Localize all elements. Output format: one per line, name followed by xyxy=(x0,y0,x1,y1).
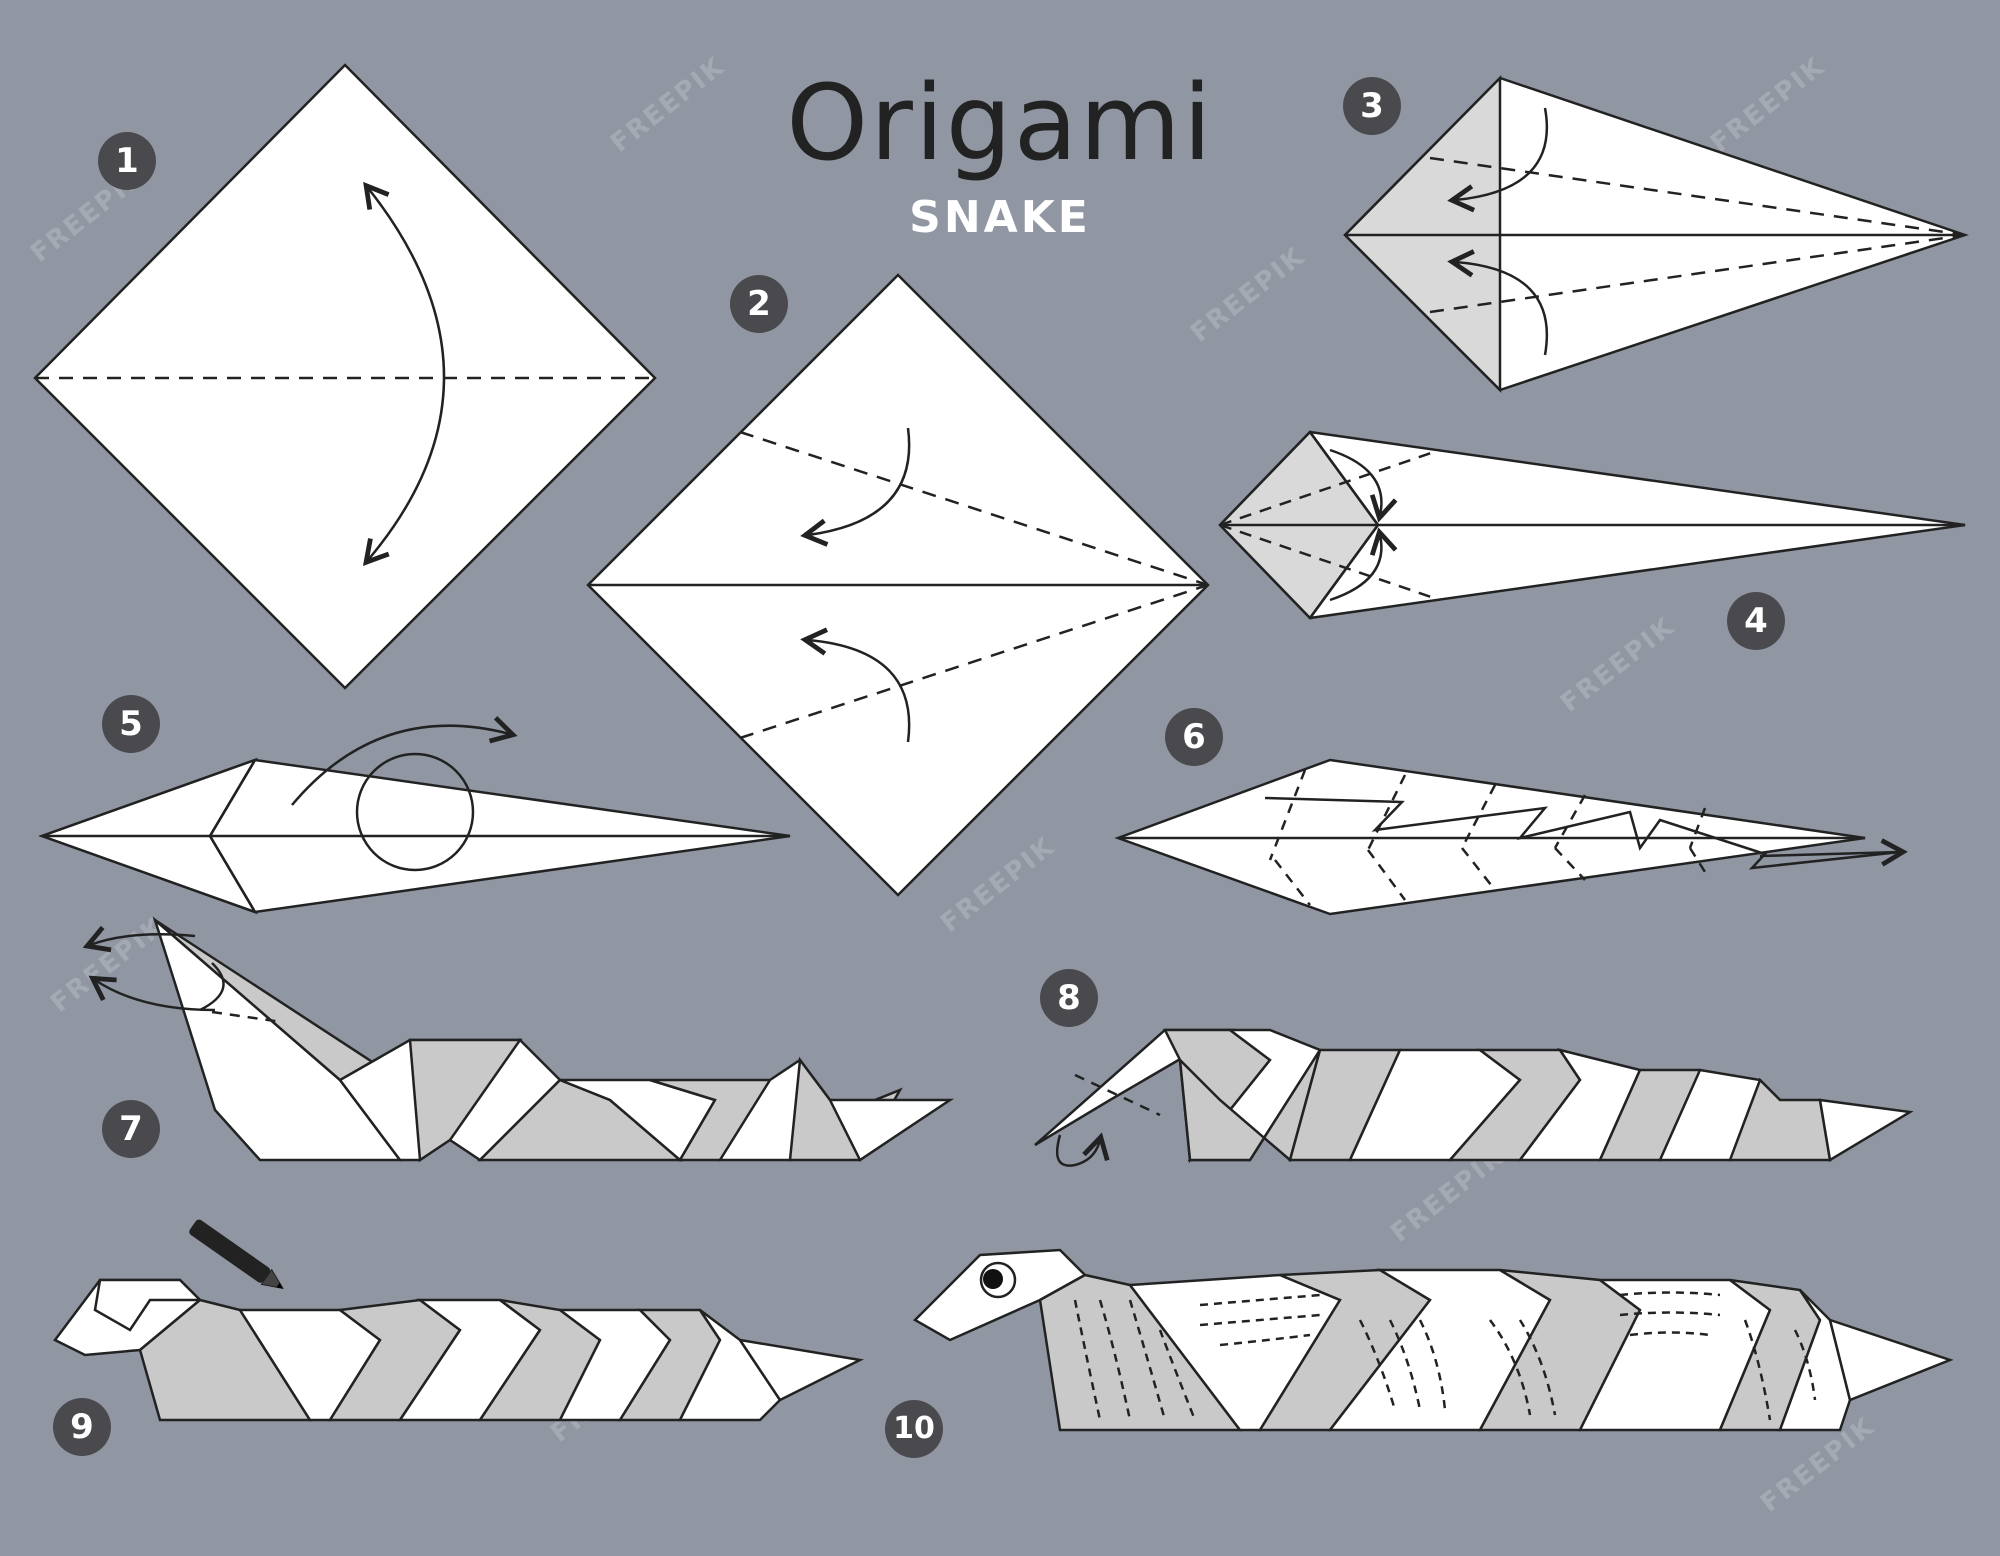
step-badge-10: 10 xyxy=(885,1400,943,1458)
step-7-diagram xyxy=(82,916,955,1163)
step-5-diagram xyxy=(38,716,791,915)
pencil-icon xyxy=(189,1219,284,1290)
step-9-diagram xyxy=(53,1278,864,1422)
step-2-diagram xyxy=(586,273,1210,897)
step-badge-6: 6 xyxy=(1165,708,1223,766)
step-badge-8: 8 xyxy=(1040,969,1098,1027)
page-title: Origami xyxy=(786,62,1214,184)
step-6-diagram xyxy=(1114,758,1908,916)
step-badge-2: 2 xyxy=(730,275,788,333)
page-subtitle: SNAKE xyxy=(909,192,1091,243)
step-badge-4: 4 xyxy=(1727,592,1785,650)
step-badge-3: 3 xyxy=(1343,77,1401,135)
step-badge-7: 7 xyxy=(102,1100,160,1158)
eye-icon xyxy=(979,1261,1017,1299)
step-8-diagram xyxy=(1034,1028,1914,1167)
step-badge-5: 5 xyxy=(102,695,160,753)
step-1-diagram xyxy=(33,63,657,690)
step-badge-9: 9 xyxy=(53,1398,111,1456)
step-4-diagram xyxy=(1218,430,1966,620)
step-3-diagram xyxy=(1343,74,1969,394)
step-10-diagram xyxy=(912,1248,1954,1432)
step-badge-1: 1 xyxy=(98,132,156,190)
